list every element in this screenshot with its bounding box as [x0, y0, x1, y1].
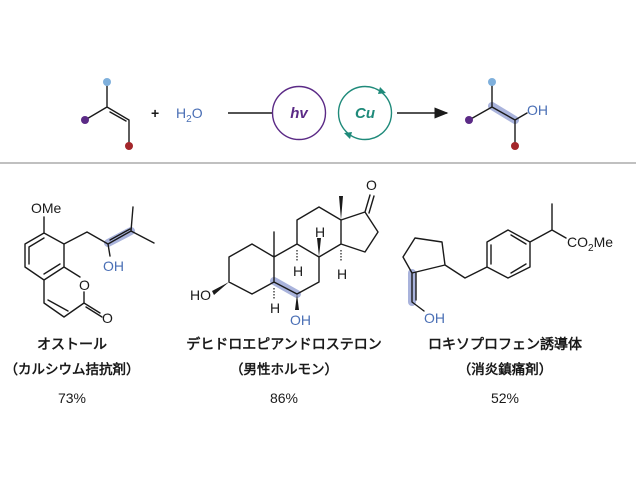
water-label: H2O — [176, 105, 203, 125]
plus-sign: + — [151, 105, 159, 121]
loxoprofen-derivative-structure: OH CO2Me — [402, 203, 613, 326]
blue-substituent-dot — [103, 78, 111, 86]
svg-text:H: H — [293, 263, 303, 279]
copper-catalytic-cycle: Cu — [337, 85, 393, 141]
svg-text:CO2Me: CO2Me — [567, 234, 613, 254]
cu-label: Cu — [355, 105, 375, 122]
compound-yield: 73% — [58, 390, 86, 406]
svg-text:O: O — [79, 277, 90, 293]
dhea-structure: O H H H H HO OH — [190, 177, 379, 328]
alcohol-product: OH — [465, 78, 548, 150]
compound-category: （消炎鎮痛剤） — [458, 361, 553, 377]
blue-substituent-dot — [488, 78, 496, 86]
osthol-structure: OMe O O OH — [24, 200, 155, 326]
svg-text:O: O — [366, 177, 377, 193]
compound-name: ロキソプロフェン誘導体 — [428, 336, 583, 352]
red-substituent-dot — [511, 142, 519, 150]
compound-name: デヒドロエピアンドロステロン — [186, 336, 381, 352]
compound-yield: 86% — [270, 390, 298, 406]
hv-label: hv — [290, 105, 309, 122]
svg-text:OH: OH — [103, 258, 124, 274]
product-oh-label: OH — [527, 102, 548, 118]
compound-category: （カルシウム拮抗剤） — [5, 361, 140, 377]
svg-text:HO: HO — [190, 287, 211, 303]
svg-text:H: H — [337, 266, 347, 282]
compound-yield: 52% — [491, 390, 519, 406]
compound-category: （男性ホルモン） — [230, 361, 338, 377]
svg-text:OH: OH — [290, 312, 311, 328]
svg-text:O: O — [102, 310, 113, 326]
alkene-reactant — [81, 78, 133, 150]
red-substituent-dot — [125, 142, 133, 150]
photocatalysis-circle: hv — [271, 85, 327, 141]
svg-text:H: H — [315, 224, 325, 240]
svg-text:OMe: OMe — [31, 200, 62, 216]
purple-substituent-dot — [465, 116, 473, 124]
svg-text:OH: OH — [424, 310, 445, 326]
purple-substituent-dot — [81, 116, 89, 124]
cycle-arrow-icon — [344, 87, 386, 139]
compound-name: オストール — [37, 336, 107, 352]
svg-text:H: H — [270, 300, 280, 316]
